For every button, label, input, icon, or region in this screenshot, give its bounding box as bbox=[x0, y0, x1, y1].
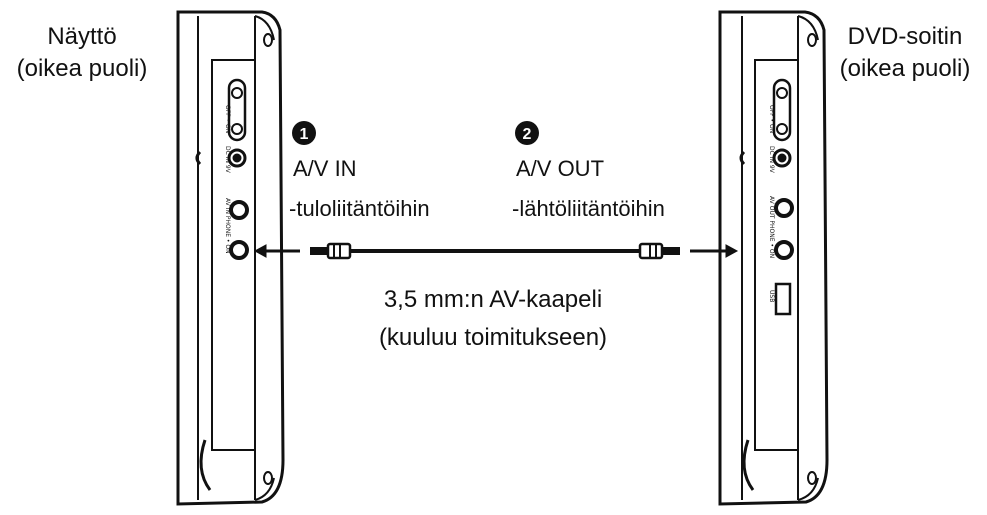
left-port-label-switch: OFF • ON bbox=[224, 105, 231, 133]
right-port-label-usb: USB bbox=[768, 290, 775, 302]
step-1-line1: A/V IN bbox=[293, 156, 357, 181]
left-port-label-dc: DC IN 9V bbox=[224, 146, 231, 174]
av-cable bbox=[253, 242, 739, 260]
right-port-label-av: AV OUT PHONE • ON bbox=[768, 196, 775, 258]
left-device-title: Näyttö bbox=[47, 23, 116, 50]
step-2-line2: -lähtöliitäntöihin bbox=[512, 196, 665, 221]
right-port-label-dc: DC IN 9V bbox=[768, 146, 775, 174]
step-2-number: 2 bbox=[523, 126, 532, 143]
right-device-title: DVD-soitin bbox=[848, 23, 963, 50]
right-port-label-switch: OFF • ON bbox=[768, 105, 775, 133]
left-device-side-view bbox=[176, 10, 285, 506]
step-1-number: 1 bbox=[300, 126, 309, 143]
cable-caption-line2: (kuuluu toimitukseen) bbox=[379, 324, 607, 351]
right-device-subtitle: (oikea puoli) bbox=[840, 55, 971, 82]
cable-caption-line1: 3,5 mm:n AV-kaapeli bbox=[384, 286, 602, 313]
step-1-line2: -tuloliitäntöihin bbox=[289, 196, 430, 221]
left-port-label-av: AV IN PHONE • ON bbox=[224, 198, 231, 254]
step-1-badge bbox=[292, 121, 316, 145]
step-2-badge bbox=[515, 121, 539, 145]
left-device-subtitle: (oikea puoli) bbox=[17, 55, 148, 82]
right-device-side-view bbox=[718, 10, 829, 506]
step-2-line1: A/V OUT bbox=[516, 156, 604, 181]
